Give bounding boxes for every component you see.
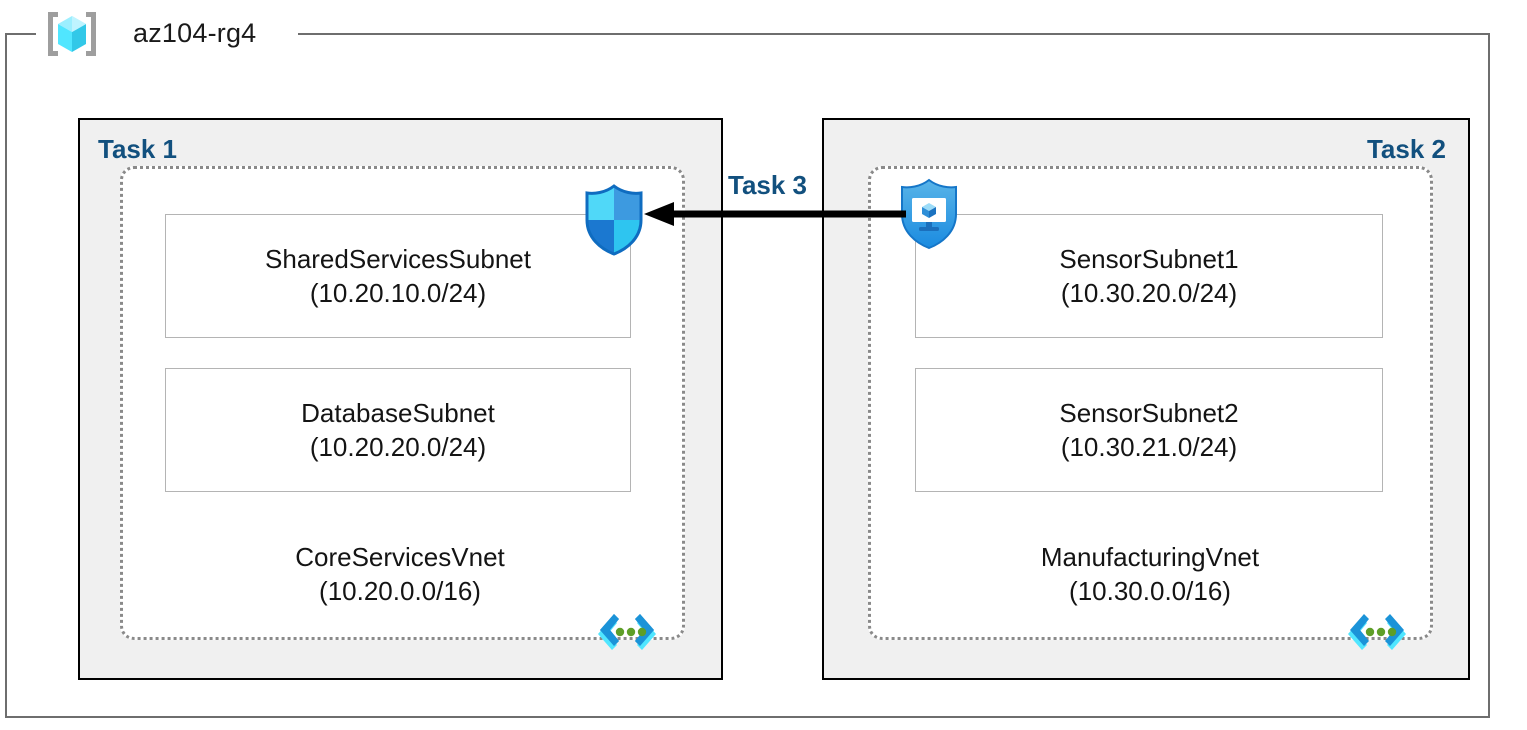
virtual-network-icon xyxy=(1342,608,1412,656)
vnet-name: CoreServicesVnet xyxy=(295,542,505,572)
network-watcher-shield-monitor-icon xyxy=(898,178,960,250)
subnet-sensor-2: SensorSubnet2 (10.30.21.0/24) xyxy=(915,368,1383,492)
subnet-name: SharedServicesSubnet xyxy=(265,243,531,274)
peering-arrow-icon xyxy=(640,198,908,230)
resource-group-name: az104-rg4 xyxy=(133,18,257,48)
manufacturing-vnet-caption: ManufacturingVnet (10.30.0.0/16) xyxy=(890,540,1410,609)
vnet-cidr: (10.20.0.0/16) xyxy=(319,576,481,607)
task-2-label: Task 2 xyxy=(1366,134,1446,164)
task-1-label: Task 1 xyxy=(98,134,178,164)
resource-group-title-gap xyxy=(36,24,298,44)
task-3-label: Task 3 xyxy=(724,170,812,201)
virtual-network-icon xyxy=(592,608,662,656)
network-security-group-shield-icon xyxy=(583,184,645,256)
subnet-sensor-1: SensorSubnet1 (10.30.20.0/24) xyxy=(915,214,1383,338)
subnet-cidr: (10.20.10.0/24) xyxy=(309,278,487,308)
vnet-cidr: (10.30.0.0/16) xyxy=(1069,576,1231,607)
subnet-shared-services: SharedServicesSubnet (10.20.10.0/24) xyxy=(165,214,631,338)
core-services-vnet-caption: CoreServicesVnet (10.20.0.0/16) xyxy=(140,540,660,609)
subnet-cidr: (10.30.21.0/24) xyxy=(1060,432,1238,462)
vnet-name: ManufacturingVnet xyxy=(1040,542,1260,572)
subnet-name: DatabaseSubnet xyxy=(301,397,495,428)
resource-group-cube-icon xyxy=(44,8,100,60)
subnet-name: SensorSubnet1 xyxy=(1059,243,1239,274)
subnet-cidr: (10.20.20.0/24) xyxy=(309,432,487,462)
subnet-cidr: (10.30.20.0/24) xyxy=(1060,278,1238,308)
resource-group-frame xyxy=(5,33,1490,718)
subnet-database: DatabaseSubnet (10.20.20.0/24) xyxy=(165,368,631,492)
subnet-name: SensorSubnet2 xyxy=(1059,397,1239,428)
